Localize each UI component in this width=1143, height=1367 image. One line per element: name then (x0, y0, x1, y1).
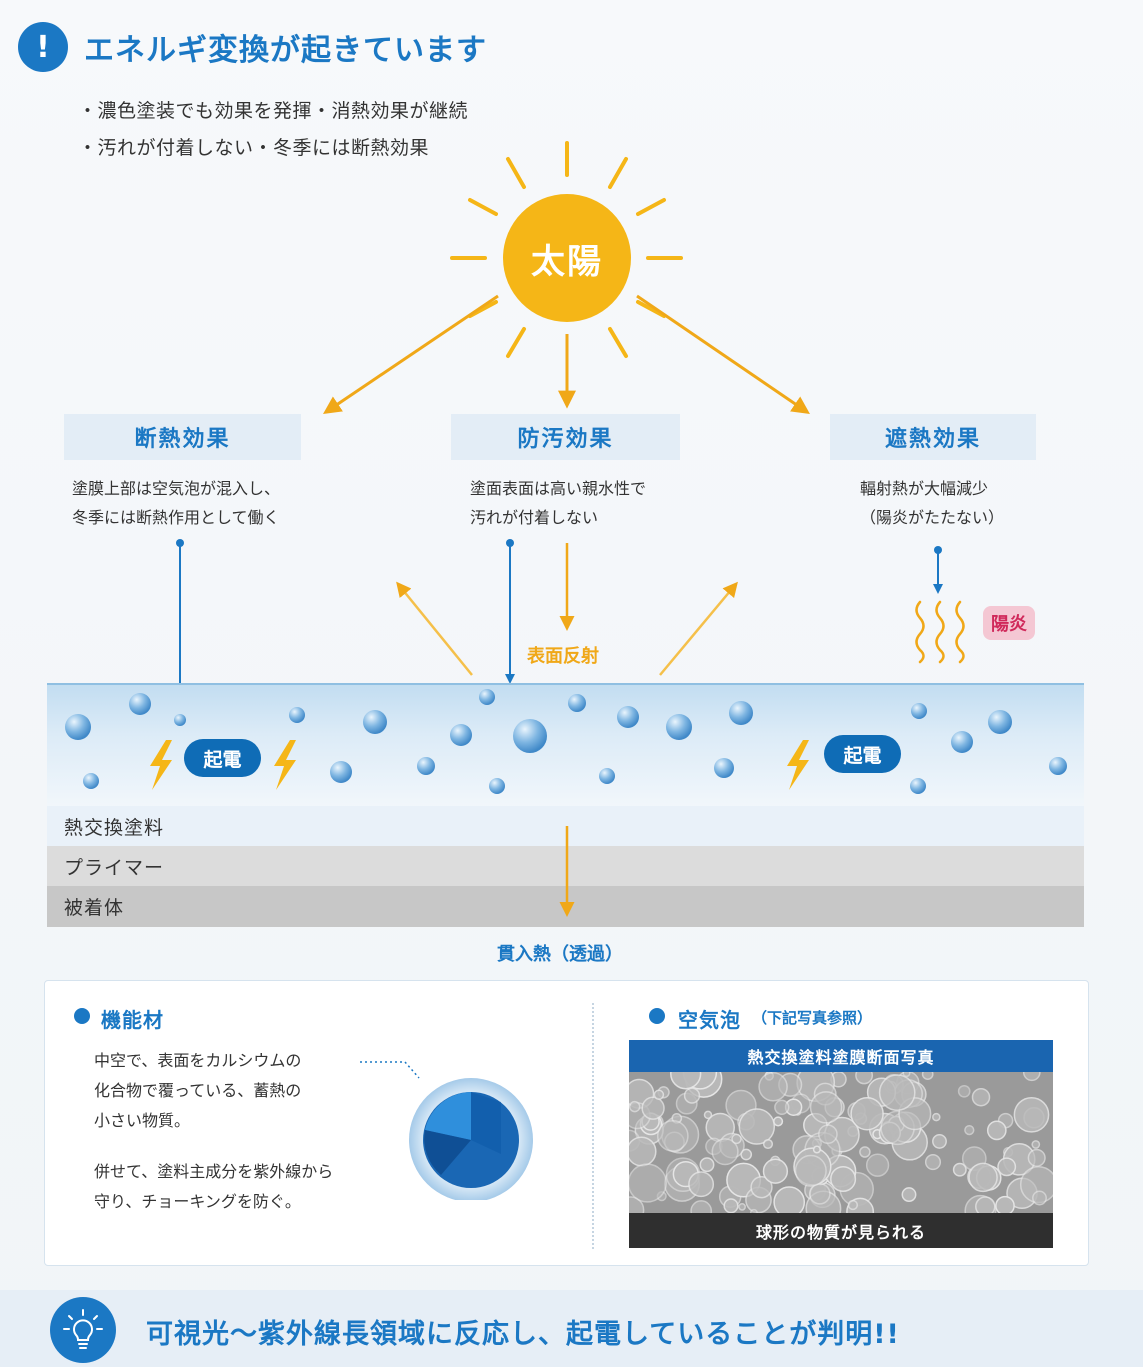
pore (847, 1199, 859, 1211)
pore (656, 1120, 689, 1152)
heat-haze-icon (915, 600, 965, 664)
bullet-item-1: ・濃色塗装でも効果を発揮・消熱効果が継続 (78, 100, 469, 122)
penetration-label: 貫入熱（透過） (497, 944, 623, 965)
pore (762, 1158, 789, 1184)
pore (986, 1120, 1007, 1141)
pore (629, 1100, 641, 1113)
cross-section-photo (629, 1072, 1053, 1213)
pore (688, 1171, 715, 1198)
hollow-sphere-icon (360, 1061, 533, 1200)
pore (865, 1153, 890, 1177)
footer-text: 可視光〜紫外線長領域に反応し、起電していることが判明!! (146, 1319, 900, 1350)
functional-material-heading: 機能材 (101, 1008, 164, 1032)
pore (1032, 1190, 1047, 1206)
pore (670, 1072, 702, 1090)
pore (690, 1200, 713, 1213)
kagero-badge: 陽炎 (983, 606, 1035, 640)
pore (850, 1096, 884, 1131)
pore (731, 1133, 742, 1145)
pore (859, 1146, 871, 1158)
effect-insulation: 断熱効果 (64, 414, 301, 460)
pore (773, 1186, 806, 1213)
pore (653, 1089, 665, 1101)
bullet-dot-icon (649, 1008, 665, 1024)
pore (683, 1087, 701, 1104)
arrow-to-insulation (323, 294, 499, 415)
pore (629, 1163, 667, 1203)
pore (932, 1133, 947, 1149)
pore (830, 1165, 857, 1193)
pore (738, 1108, 776, 1145)
surface-reflection-label: 表面反射 (527, 646, 599, 667)
footer-bar (0, 1290, 1143, 1367)
pore (711, 1138, 739, 1166)
pore (924, 1154, 942, 1171)
arrow-to-heat-shield (636, 294, 810, 415)
air-bubble-sub: （下記写真参照） (752, 1009, 873, 1027)
sun-rays (450, 141, 683, 358)
pore (812, 1145, 821, 1154)
pore (629, 1136, 657, 1167)
pore (995, 1195, 1015, 1213)
kiden-badge-right: 起電 (824, 735, 901, 773)
pore (723, 1198, 739, 1213)
sun: 太陽 (503, 194, 631, 322)
pore (699, 1157, 715, 1173)
pore (855, 1072, 874, 1085)
air-bubble-heading: 空気泡 (678, 1008, 741, 1032)
pore (762, 1138, 774, 1150)
pore (878, 1074, 916, 1111)
pore (975, 1196, 996, 1213)
pore (794, 1154, 827, 1187)
panel-divider (592, 1003, 594, 1249)
pore (818, 1124, 838, 1145)
lightbulb-icon (50, 1297, 116, 1363)
functional-material-desc-1: 中空で、表面をカルシウムの 化合物で覆っている、蓄熱の 小さい物質。 (94, 1051, 302, 1130)
pore (641, 1096, 665, 1120)
pore (774, 1099, 790, 1115)
pore (921, 1072, 934, 1080)
pore (749, 1208, 758, 1213)
effect-heat-shield: 遮熱効果 (830, 414, 1036, 460)
pore (1027, 1148, 1046, 1167)
bullet-dot-icon (74, 1008, 90, 1024)
layer-primer: プライマー (47, 846, 1084, 887)
pore (750, 1176, 773, 1199)
pore (738, 1203, 746, 1211)
effect-antifouling-desc: 塗面表面は高い親水性で汚れが付着しない (470, 479, 647, 527)
kiden-badge-left: 起電 (184, 739, 261, 777)
pore (703, 1110, 713, 1120)
pore (1031, 1140, 1041, 1149)
effect-heat-shield-desc: 輻射熱が大幅減少（陽炎がたたない） (860, 479, 1005, 527)
page-title: エネルギ変換が起きています (84, 33, 487, 68)
bullet-item-2: ・汚れが付着しない・冬季には断熱効果 (78, 137, 430, 159)
pore (971, 1087, 991, 1107)
pore (901, 1187, 917, 1203)
pore (773, 1116, 784, 1127)
photo-caption: 球形の物質が見られる (629, 1213, 1053, 1248)
pore (1022, 1072, 1041, 1082)
reflection-arrow-right (659, 581, 738, 676)
pore (902, 1072, 911, 1078)
pore (968, 1162, 998, 1193)
alert-icon: ! (18, 22, 68, 72)
pore (758, 1072, 788, 1102)
pore (952, 1162, 967, 1177)
pore (1013, 1096, 1050, 1133)
layer-heat-exchange-paint: 熱交換塗料 (47, 806, 1084, 847)
pore (997, 1157, 1017, 1177)
photo-title: 熱交換塗料塗膜断面写真 (629, 1040, 1053, 1072)
reflection-arrow-left (396, 581, 473, 676)
effect-insulation-desc: 塗膜上部は空気泡が混入し、冬季には断熱作用として働く (72, 479, 281, 527)
pore (957, 1084, 971, 1098)
pore (964, 1124, 975, 1136)
functional-material-desc-2: 併せて、塗料主成分を紫外線から 守り、チョーキングを防ぐ。 (94, 1162, 334, 1211)
effect-antifouling: 防汚効果 (451, 414, 680, 460)
pore (932, 1112, 941, 1122)
pore (809, 1091, 843, 1124)
layer-substrate: 被着体 (47, 886, 1084, 927)
